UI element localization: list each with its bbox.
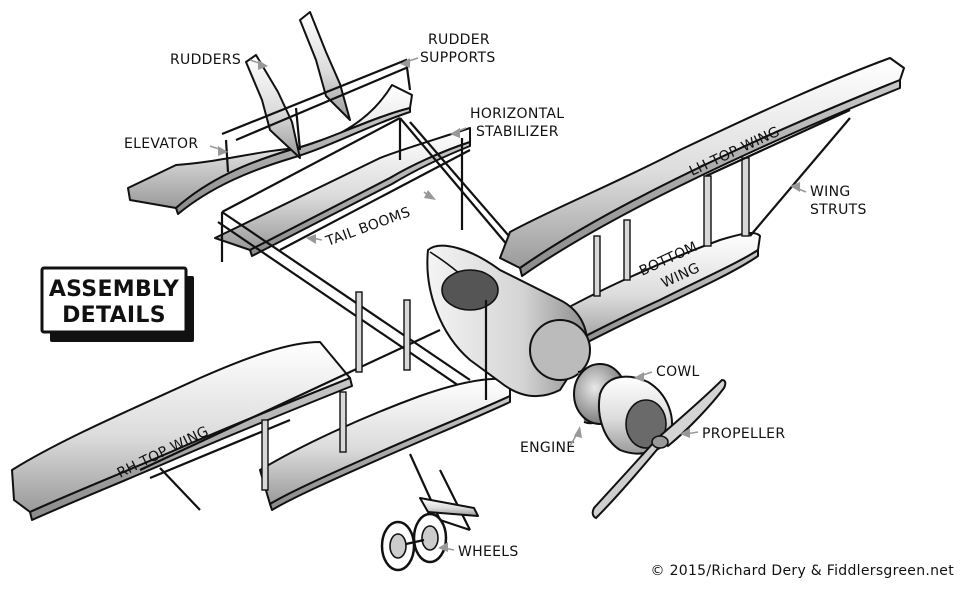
rh-bottom-wing-part [139, 291, 511, 511]
engine-label: ENGINE [520, 440, 575, 456]
assembly-title-line1: ASSEMBLY [49, 277, 180, 302]
wing-struts-label-line2: STRUTS [810, 202, 867, 218]
wing-struts-part [593, 109, 851, 297]
bottom-wing-part [559, 232, 761, 353]
propeller-label: PROPELLER [702, 426, 785, 442]
lh-top-wing-part [499, 57, 905, 277]
cowl-label: COWL [656, 364, 700, 380]
elevator-label: ELEVATOR [124, 136, 198, 152]
rudders-part [221, 11, 412, 173]
rudders-label: RUDDERS [170, 52, 241, 68]
wing-struts-label-line1: WING [810, 184, 851, 200]
propeller-part [591, 378, 727, 520]
tail-booms-part [217, 117, 529, 393]
landing-gear-part [408, 453, 479, 532]
cowl-part [598, 375, 673, 455]
wheels-label: WHEELS [458, 544, 519, 560]
horizontal-stabilizer-label-line1: HORIZONTAL [470, 106, 564, 122]
assembly-title-line2: DETAILS [62, 303, 166, 328]
rudder-supports-label-line1: RUDDER [428, 32, 490, 48]
copyright-notice: © 2015/Richard Dery & Fiddlersgreen.net [651, 563, 955, 579]
elevator-part [127, 84, 413, 215]
horizontal-stabilizer-label-line2: STABILIZER [476, 124, 559, 140]
engine-part [529, 319, 627, 425]
wheels-part [380, 512, 448, 572]
assembly-details-box: ASSEMBLY DETAILS [40, 266, 194, 342]
rudder-supports-label-line2: SUPPORTS [420, 50, 496, 66]
leader-arrows [209, 57, 807, 552]
rh-top-wing-part [11, 341, 353, 521]
